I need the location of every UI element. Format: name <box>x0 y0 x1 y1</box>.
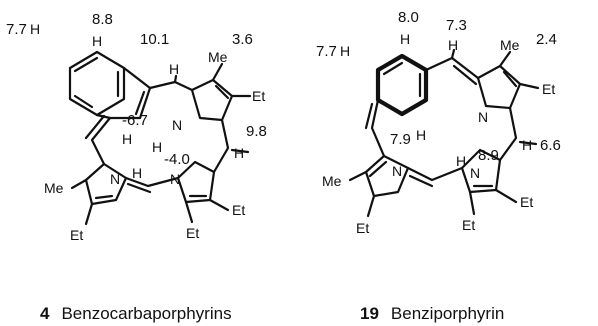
m4-atom-me-top: Me <box>208 49 228 65</box>
m4-atom-h-meso-right: H <box>234 145 244 161</box>
m4-caption: 4 Benzocarbaporphyrins <box>40 304 232 323</box>
m19-atom-et-1: Et <box>542 81 555 97</box>
m4-shift-neg-6-7: -6.7 <box>122 112 148 129</box>
m19-pyrrole-top-right <box>476 64 522 110</box>
m4-shift-10-1: 10.1 <box>140 31 169 48</box>
m19-shift-7-3: 7.3 <box>446 17 467 34</box>
m4-atom-h-top-left: H <box>30 21 40 37</box>
m4-shift-7-7: 7.7 <box>6 21 27 38</box>
m19-caption-name: Benziporphyrin <box>391 304 504 323</box>
m19-atom-n-lower-right: N <box>470 165 480 181</box>
m4-pyrrole-bottom-left <box>84 162 128 206</box>
m19-shift-7-7: 7.7 <box>316 43 337 60</box>
m4-shift-9-8: 9.8 <box>246 123 267 140</box>
m19-atom-et-2: Et <box>520 194 533 210</box>
m4-atom-et-4: Et <box>186 225 199 241</box>
m4-shift-3-6: 3.6 <box>232 31 253 48</box>
m19-shift-8-0: 8.0 <box>398 9 419 26</box>
m19-atom-h-meso-right: H <box>522 137 532 153</box>
m4-atom-h-meso-top: H <box>169 61 179 77</box>
m19-atom-h-nh: H <box>456 153 466 169</box>
m4-pyrrole-bottom-right <box>176 160 216 204</box>
m19-atom-h-top: H <box>400 31 410 47</box>
m19-shift-2-4: 2.4 <box>536 31 557 48</box>
m4-atom-n-upper: N <box>172 117 182 133</box>
m19-atom-n-lower-left: N <box>392 163 402 179</box>
m19-atom-me-top: Me <box>500 37 520 53</box>
m19-atom-h-top-left: H <box>340 43 350 59</box>
m19-pyrrole-bottom-right <box>460 148 502 194</box>
m4-indene-ring <box>95 66 152 120</box>
m4-atom-n-right: N <box>170 171 180 187</box>
m4-caption-name: Benzocarbaporphyrins <box>61 304 231 323</box>
molecule-4-structure <box>68 50 252 226</box>
m4-atom-et-1: Et <box>252 88 265 104</box>
molecule-4-labels: 7.7 H 8.8 H 10.1 H 3.6 Me Et -6.7 H N 9.… <box>6 11 267 243</box>
m4-atom-h-lower: H <box>132 165 142 181</box>
m4-atom-h-inner-n: H <box>152 139 162 155</box>
m4-benzene-ring <box>68 50 126 117</box>
m19-caption: 19 Benziporphyrin <box>360 304 504 323</box>
m19-atom-n-upper: N <box>478 109 488 125</box>
m4-pyrrole-top-right <box>190 78 234 122</box>
m4-atom-et-3: Et <box>70 227 83 243</box>
m19-benzene-ring <box>375 53 429 117</box>
m19-atom-et-4: Et <box>462 217 475 233</box>
m19-atom-h-inner: H <box>416 127 426 143</box>
m19-shift-6-6: 6.6 <box>540 137 561 154</box>
m19-shift-7-9: 7.9 <box>390 131 411 148</box>
m4-atom-nh-lower: N <box>110 171 120 187</box>
m4-shift-neg-4-0: -4.0 <box>164 151 190 168</box>
m19-caption-number: 19 <box>360 304 379 323</box>
molecule-19-labels: 8.0 H 7.3 H 7.7 H Me 2.4 Et N 7.9 H H 8.… <box>316 9 561 236</box>
m4-atom-h-top-right: H <box>92 33 102 49</box>
m4-shift-8-8: 8.8 <box>92 11 113 28</box>
m19-shift-8-9: 8.9 <box>478 147 499 164</box>
m4-atom-h-inner-c: H <box>122 131 132 147</box>
m4-atom-me-left: Me <box>44 180 64 196</box>
molecule-19-structure <box>348 48 540 218</box>
m19-atom-h-meso-top: H <box>448 37 458 53</box>
m4-caption-number: 4 <box>40 304 50 323</box>
m19-pyrrole-bottom-left <box>364 154 410 198</box>
m19-atom-me-left: Me <box>322 173 342 189</box>
m19-atom-et-3: Et <box>356 220 369 236</box>
m4-atom-et-2: Et <box>232 202 245 218</box>
